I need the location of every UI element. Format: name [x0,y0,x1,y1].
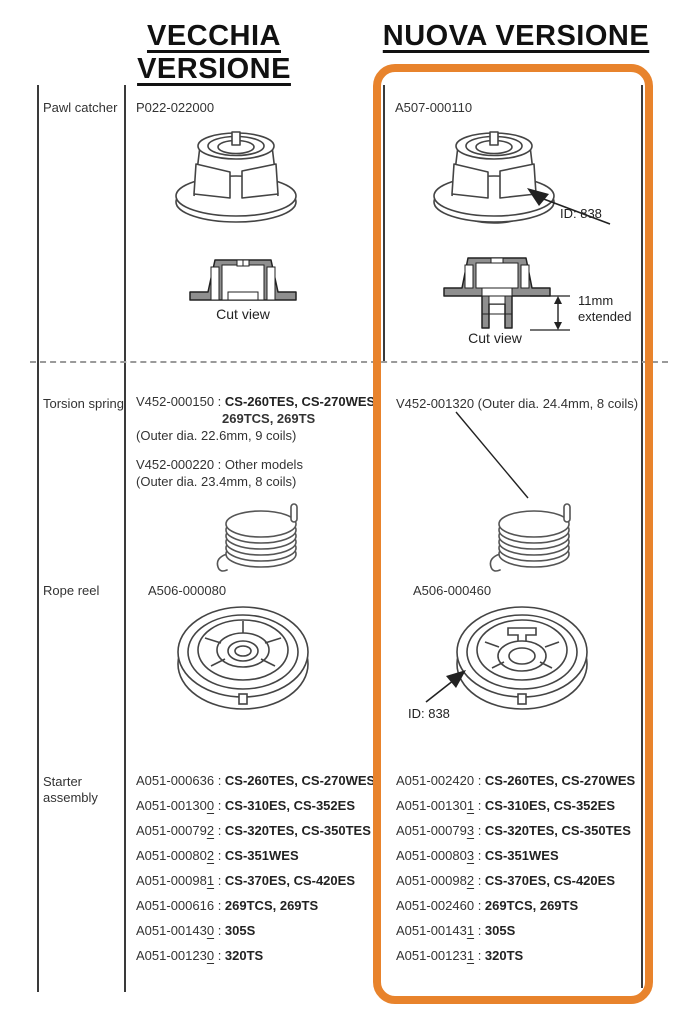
table-middle-column-line [383,85,385,361]
model-list: CS-370ES, CS-420ES [484,873,615,888]
table-right-border [641,85,643,988]
torsion-spring-old-part1-note: (Outer dia. 22.6mm, 9 coils) [136,428,297,443]
old-version-title: VECCHIA VERSIONE [137,20,291,85]
starter-assembly-item: A051-002460 : 269TCS, 269TS [396,898,579,913]
pawl-catcher-new-cut-view-drawing [443,257,551,329]
part-number: A051-001430 [136,923,215,938]
row-label-torsion-spring: Torsion spring [43,396,124,411]
torsion-spring-old-part2-note: (Outer dia. 23.4mm, 8 coils) [136,474,297,489]
starter-assembly-item: A051-000793 : CS-320TES, CS-350TES [396,823,631,838]
pawl-catcher-new-part-number: A507-000110 [395,100,473,115]
starter-assembly-item: A051-001231 : 320TS [396,948,524,963]
model-list: CS-370ES, CS-420ES [224,873,355,888]
model-list: 305S [484,923,516,938]
torsion-spring-new-leader-line [455,411,529,499]
torsion-spring-old-drawing [216,503,298,572]
starter-assembly-item: A051-001230 : 320TS [136,948,264,963]
model-list: CS-260TES, CS-270WES [484,773,636,788]
torsion-spring-old-part1-line: V452-000150 : CS-260TES, CS-270WES [136,394,376,409]
part-number: A051-000636 [136,773,215,788]
model-list: CS-351WES [484,848,559,863]
model-list: CS-320TES, CS-350TES [224,823,371,838]
table-label-column-line [124,85,126,992]
part-number: A051-000803 [396,848,475,863]
starter-assembly-item: A051-000802 : CS-351WES [136,848,299,863]
model-list: 320TS [224,948,264,963]
model-list: CS-351WES [224,848,299,863]
model-list: CS-260TES, CS-270WES [224,773,376,788]
row-label-rope-reel: Rope reel [43,583,100,598]
torsion-spring-new-part-number: V452-001320 (Outer dia. 24.4mm, 8 coils) [396,396,639,411]
pawl-catcher-old-part-number: P022-022000 [136,100,215,115]
starter-assembly-item: A051-000792 : CS-320TES, CS-350TES [136,823,371,838]
starter-assembly-item: A051-000636 : CS-260TES, CS-270WES [136,773,376,788]
part-number: A051-001300 [136,798,215,813]
torsion-spring-old-part1-models2: 269TCS, 269TS [222,411,316,426]
part-number: A051-001230 [136,948,215,963]
rope-reel-new-part-number: A506-000460 [413,583,492,598]
part-number: A051-001301 [396,798,475,813]
part-number: A051-002420 [396,773,475,788]
pawl-catcher-new-cut-view-label: Cut view [468,330,522,346]
model-list: 320TS [484,948,524,963]
starter-assembly-item: A051-002420 : CS-260TES, CS-270WES [396,773,636,788]
pawl-catcher-old-drawing [175,131,297,223]
torsion-spring-new-drawing [489,503,571,572]
part-number: A051-000981 [136,873,215,888]
pawl-catcher-old-cut-view-drawing [189,259,297,301]
new-version-title: NUOVA VERSIONE [382,20,650,52]
part-number: A051-001431 [396,923,475,938]
starter-assembly-item: A051-000981 : CS-370ES, CS-420ES [136,873,355,888]
part-number: A051-001231 [396,948,475,963]
extension-dimension-arrow [530,295,570,331]
model-list: 305S [224,923,256,938]
model-list: 269TCS, 269TS [484,898,579,913]
section-dashed-separator [30,361,668,363]
starter-assembly-item: A051-001430 : 305S [136,923,256,938]
model-list: CS-310ES, CS-352ES [484,798,615,813]
starter-assembly-item: A051-000616 : 269TCS, 269TS [136,898,319,913]
part-number: A051-000793 [396,823,475,838]
new-version-highlight-border [373,64,653,1004]
part-number: A051-000792 [136,823,215,838]
part-number: A051-000616 [136,898,215,913]
part-number: A051-000982 [396,873,475,888]
rope-reel-new-drawing [456,606,588,710]
pawl-catcher-new-drawing [433,131,555,224]
torsion-spring-old-text: V452-000150 : CS-260TES, CS-270WES 269TC… [136,393,375,490]
rope-reel-id-arrow [425,670,466,703]
torsion-spring-old-part2-line: V452-000220 : Other models [136,457,303,472]
pawl-catcher-id-arrow [527,188,611,225]
pawl-catcher-old-cut-view-label: Cut view [216,306,270,322]
row-label-pawl-catcher: Pawl catcher [43,100,118,115]
rope-reel-old-part-number: A506-000080 [148,583,227,598]
starter-assembly-item: A051-001300 : CS-310ES, CS-352ES [136,798,355,813]
model-list: CS-310ES, CS-352ES [224,798,355,813]
rope-reel-id-note: ID: 838 [408,706,450,721]
pawl-catcher-id-note: ID: 838 [560,206,602,221]
starter-assembly-item: A051-001431 : 305S [396,923,516,938]
model-list: 269TCS, 269TS [224,898,319,913]
model-list: CS-320TES, CS-350TES [484,823,631,838]
rope-reel-old-drawing [177,606,309,710]
table-left-border [37,85,39,992]
starter-assembly-item: A051-000982 : CS-370ES, CS-420ES [396,873,615,888]
starter-assembly-item: A051-001301 : CS-310ES, CS-352ES [396,798,615,813]
starter-assembly-item: A051-000803 : CS-351WES [396,848,559,863]
extension-note: 11mm extended [578,293,632,324]
part-number: A051-000802 [136,848,215,863]
row-label-starter-assembly: Starter assembly [43,774,98,805]
part-number: A051-002460 [396,898,475,913]
